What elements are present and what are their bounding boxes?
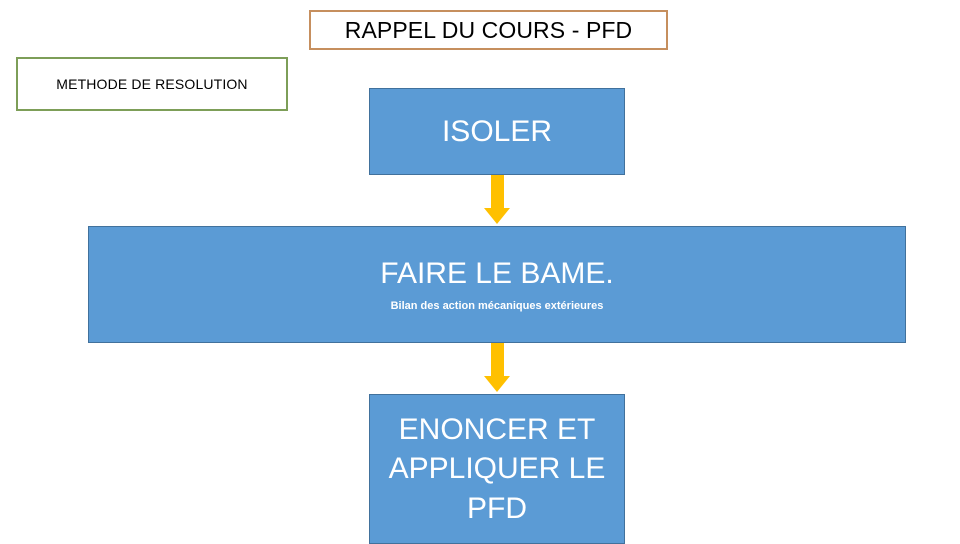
method-label: METHODE DE RESOLUTION (56, 76, 248, 92)
process-step-bame: FAIRE LE BAME. Bilan des action mécaniqu… (88, 226, 906, 343)
arrow-shaft (490, 343, 504, 376)
arrow-head (484, 208, 510, 224)
process-step-isoler: ISOLER (369, 88, 625, 175)
process-step-pfd-title: ENONCER ET APPLIQUER LE PFD (388, 412, 606, 525)
page-title: RAPPEL DU COURS - PFD (344, 16, 633, 43)
method-label-box: METHODE DE RESOLUTION (16, 57, 288, 111)
process-step-pfd: ENONCER ET APPLIQUER LE PFD (369, 394, 625, 544)
process-step-isoler-title: ISOLER (441, 115, 553, 148)
process-step-bame-title: FAIRE LE BAME. (380, 256, 614, 290)
down-arrow-icon (482, 343, 512, 392)
process-step-bame-subtitle: Bilan des action mécaniques extérieures (390, 300, 604, 313)
arrow-shaft (490, 175, 504, 208)
slide-title-box: RAPPEL DU COURS - PFD (309, 10, 668, 50)
down-arrow-icon (482, 175, 512, 224)
arrow-head (484, 376, 510, 392)
